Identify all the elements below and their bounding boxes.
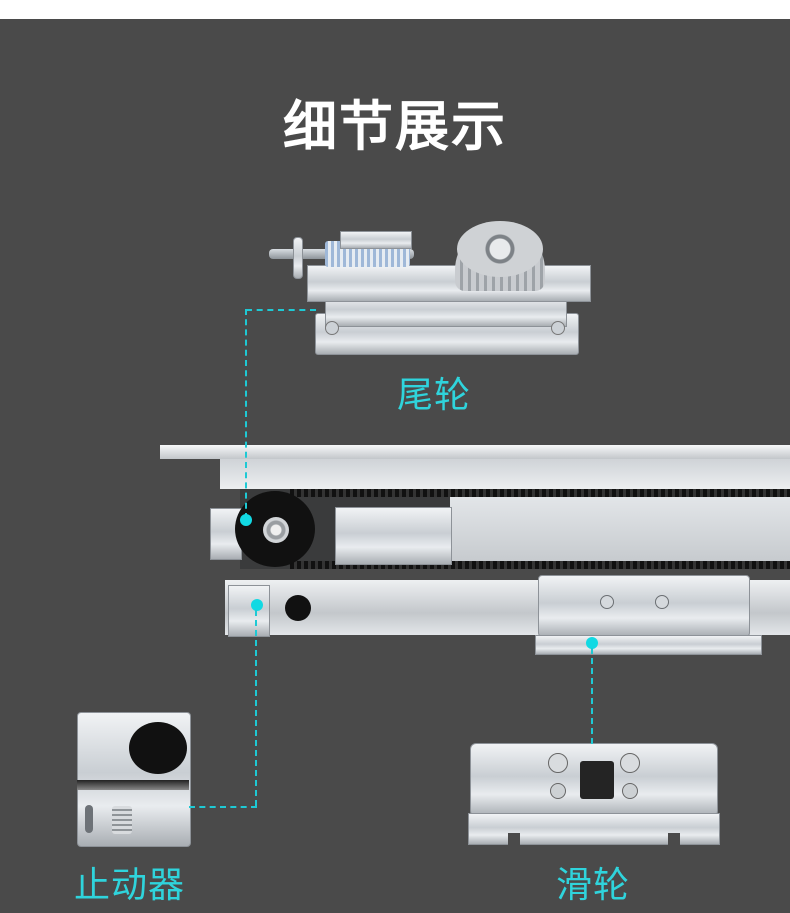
- tail-wheel-leader-horizontal: [246, 309, 316, 311]
- stopper-leader-horizontal: [189, 806, 257, 808]
- tail-wheel-marker: [240, 514, 252, 526]
- door-track-image: [160, 445, 790, 670]
- pulley-marker: [586, 637, 598, 649]
- tail-wheel-image: [265, 221, 595, 360]
- stopper-leader-vertical: [255, 610, 257, 806]
- pulley-label: 滑轮: [556, 865, 631, 906]
- tail-wheel-label: 尾轮: [397, 375, 472, 416]
- stopper-image: [77, 710, 191, 847]
- pulley-leader-vertical: [591, 648, 593, 744]
- stopper-marker: [251, 599, 263, 611]
- tail-wheel-leader-vertical: [245, 309, 247, 519]
- page-title: 细节展示: [283, 95, 507, 158]
- stopper-label: 止动器: [74, 865, 186, 906]
- pulley-image: [468, 743, 720, 853]
